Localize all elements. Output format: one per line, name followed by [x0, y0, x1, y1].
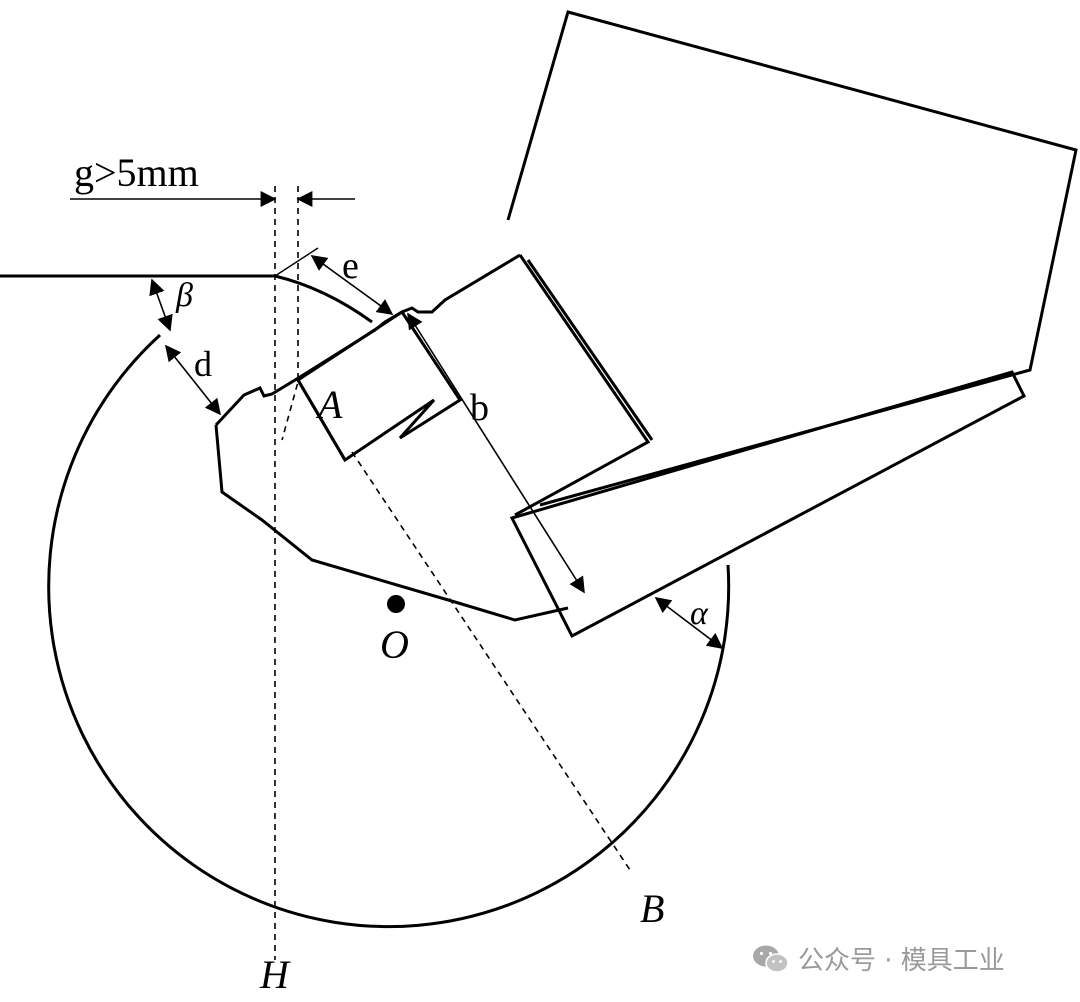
d-dimension-arrow — [165, 344, 221, 416]
holder-plate — [509, 370, 1026, 639]
offset-dashed-line — [281, 186, 299, 441]
e-dimension-arrow — [310, 255, 394, 315]
wechat-icon — [753, 945, 789, 973]
watermark-text: 公众号 · 模具工业 — [798, 946, 1005, 976]
label-e: e — [342, 245, 359, 287]
alpha-dimension-arrow — [654, 597, 724, 649]
label-B: B — [640, 886, 664, 931]
tool-block-double-edge — [526, 259, 654, 441]
b-dimension-arrow — [407, 312, 585, 594]
label-alpha: α — [690, 595, 709, 632]
die-lower-contour — [214, 424, 569, 622]
label-b: b — [470, 387, 489, 429]
beta-dimension-arrow — [149, 278, 173, 332]
watermark: 公众号 · 模具工业 — [752, 940, 1005, 977]
label-beta: β — [175, 277, 193, 314]
punch-tip — [296, 374, 347, 461]
label-A: A — [315, 382, 343, 427]
diagonal-dashed-line — [351, 451, 631, 871]
label-d: d — [194, 344, 212, 384]
upper-block — [506, 10, 1078, 507]
label-O: O — [380, 622, 409, 667]
tool-block — [514, 254, 651, 517]
label-g: g>5mm — [74, 150, 199, 195]
center-point — [387, 595, 405, 613]
label-H: H — [259, 952, 291, 997]
e-extension-line — [274, 247, 319, 277]
circle-outline — [47, 333, 731, 929]
